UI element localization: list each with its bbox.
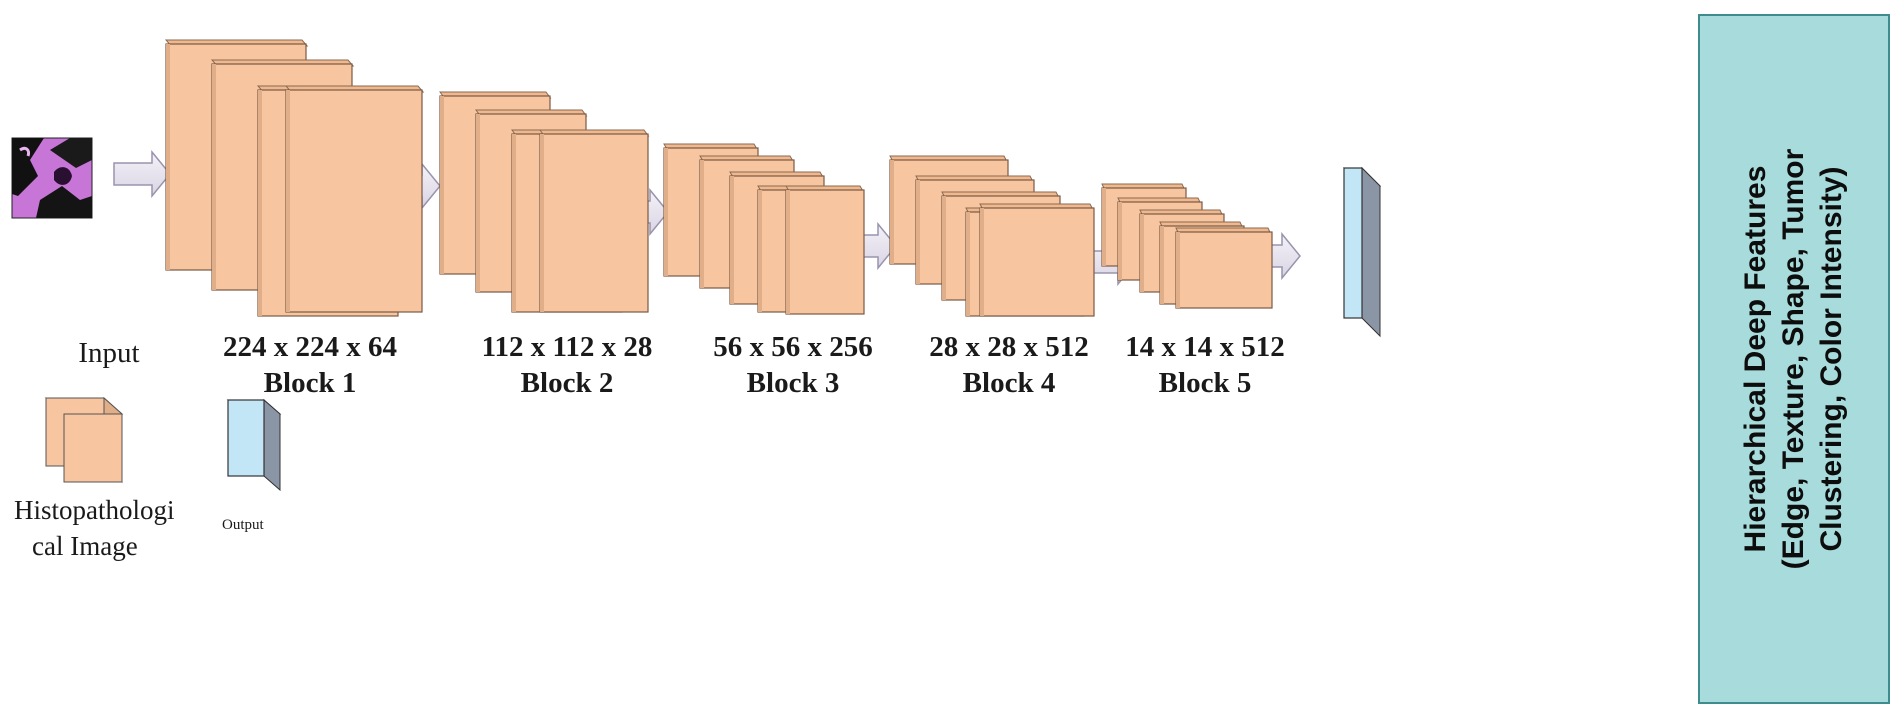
block-5-dims: 14 x 14 x 512 [1125,331,1285,363]
feature-map-slab [539,129,650,313]
hierarchical-features-text: Hierarchical Deep Features (Edge, Textur… [1737,29,1851,689]
legend-layer-label-line2: cal Image [32,531,138,561]
conv-block-3 [663,143,865,315]
legend-output-cube [226,398,282,492]
feature-map-slab [284,85,425,313]
block-2-dims: 112 x 112 x 28 [481,331,653,363]
conv-block-2 [439,91,650,313]
input-image [11,137,93,219]
conv-block-5 [1101,183,1273,309]
feature-map-slab [785,185,865,315]
input-label: Input [78,337,140,369]
output-feature-vector [1342,166,1382,338]
conv-block-1 [164,39,425,317]
legend-layer-cube [44,396,124,484]
block-4-dims: 28 x 28 x 512 [929,331,1089,363]
feature-map-slab [979,203,1095,317]
legend-output-label: Output [222,517,264,533]
features-line-1: Hierarchical Deep Features [1739,165,1772,553]
features-line-3: Clustering, Color Intensity) [1815,166,1848,552]
block-1-name: Block 1 [263,367,357,399]
hierarchical-features-panel: Hierarchical Deep Features (Edge, Textur… [1698,14,1890,704]
flow-arrow [113,149,171,199]
block-2-name: Block 2 [520,367,614,399]
legend-layer-label-line1: Histopathologi [14,495,175,525]
block-4-name: Block 4 [962,367,1056,399]
block-3-dims: 56 x 56 x 256 [713,331,873,363]
conv-blocks [164,39,1273,317]
features-line-2: (Edge, Texture, Shape, Tumor [1777,148,1810,570]
block-5-name: Block 5 [1158,367,1252,399]
feature-map-slab [1175,227,1273,309]
block-3-name: Block 3 [746,367,840,399]
conv-block-4 [889,155,1095,317]
block-1-dims: 224 x 224 x 64 [223,331,397,363]
